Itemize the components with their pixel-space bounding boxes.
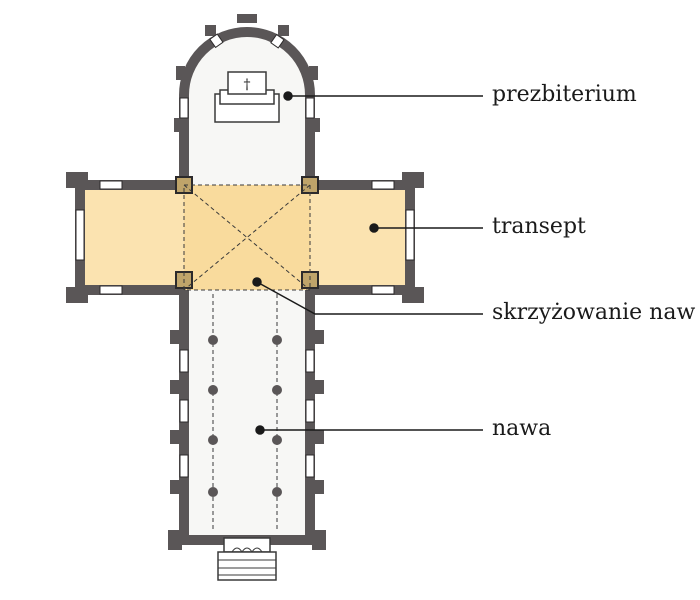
label-crossing: skrzyżowanie naw (492, 300, 696, 325)
transept-marker (369, 223, 379, 233)
leader-lines (252, 91, 483, 435)
altar: † (214, 71, 280, 123)
label-nave: nawa (492, 416, 552, 441)
label-presbytery: prezbiterium (492, 82, 637, 107)
nave-floor (184, 290, 310, 540)
crossing-vault-lines (183, 184, 311, 291)
nave-columns (208, 335, 282, 497)
altar-cross-icon: † (244, 77, 251, 93)
nave-marker (255, 425, 265, 435)
buttresses (66, 14, 424, 550)
windows (75, 33, 415, 478)
label-transept: transept (492, 214, 586, 239)
entrance (217, 537, 277, 581)
presbytery-marker (283, 91, 293, 101)
crossing-marker (252, 277, 262, 287)
